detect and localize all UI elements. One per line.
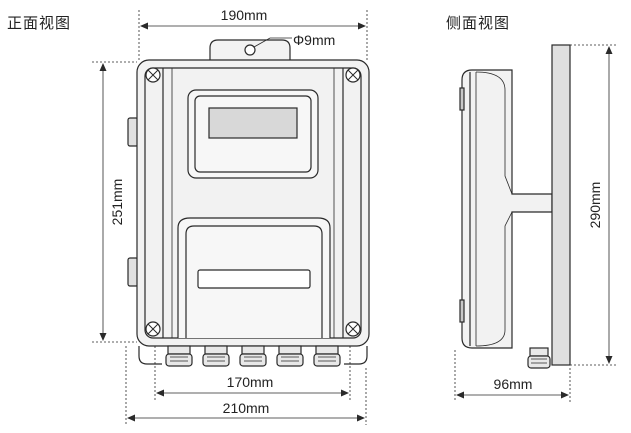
- front-view-title: 正面视图: [7, 14, 72, 32]
- side-latch-upper: [459, 87, 465, 111]
- cable-glands: [165, 345, 341, 367]
- left-foot: [138, 346, 162, 365]
- label-slot: [197, 269, 311, 289]
- terminal-cover: [177, 217, 331, 338]
- side-view-title: 侧面视图: [446, 14, 511, 32]
- dim-plate-height: 290mm: [587, 182, 603, 229]
- cable-gland: [165, 345, 193, 367]
- right-foot: [344, 346, 368, 365]
- dim-top-width: 190mm: [221, 7, 268, 23]
- side-cable-gland: [527, 347, 551, 369]
- front-dimensions: [92, 10, 368, 425]
- side-enclosure: [459, 69, 553, 349]
- side-latch-lower: [459, 299, 465, 323]
- side-dimensions: [454, 44, 618, 402]
- cable-gland: [202, 345, 230, 367]
- mounting-hole: [244, 44, 256, 56]
- dim-body-height: 251mm: [109, 179, 125, 226]
- lcd-screen: [208, 107, 298, 139]
- dim-hole-diameter: Φ9mm: [293, 32, 335, 48]
- cable-gland: [313, 345, 341, 367]
- mounting-tab: [209, 39, 291, 64]
- corner-screws: [145, 67, 361, 337]
- cable-gland: [276, 345, 304, 367]
- side-view: [459, 44, 571, 369]
- display-window: [187, 89, 319, 179]
- mounting-plate: [551, 44, 571, 366]
- cable-gland: [239, 345, 267, 367]
- front-view: [127, 39, 370, 367]
- dim-gland-span: 170mm: [227, 374, 274, 390]
- dim-total-width: 210mm: [223, 400, 270, 416]
- dim-depth: 96mm: [494, 376, 533, 392]
